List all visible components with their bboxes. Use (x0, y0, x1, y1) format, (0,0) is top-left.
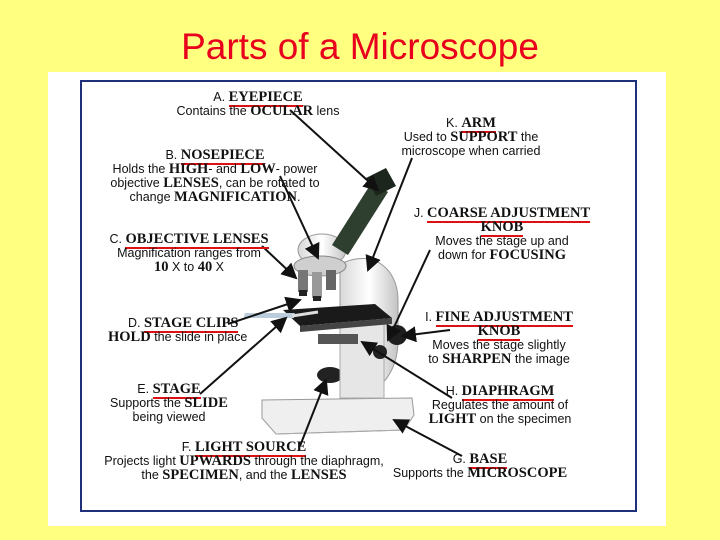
part-desc: X (215, 260, 225, 274)
part-desc: lens (316, 104, 340, 118)
slide-title: Parts of a Microscope (181, 26, 539, 67)
part-name: OBJECTIVE LENSES (125, 231, 269, 249)
part-desc: Contains the (176, 104, 247, 118)
part-keyword: OCULAR (250, 103, 314, 119)
label-coarse-adjustment-knob: J. COARSE ADJUSTMENT KNOB Moves the stag… (412, 205, 592, 263)
part-keyword: SUPPORT (450, 129, 518, 145)
part-desc: down for (438, 248, 486, 262)
label-letter: B. (165, 148, 178, 162)
part-keyword: SLIDE (184, 395, 228, 411)
label-letter: E. (137, 382, 150, 396)
part-desc: Magnification ranges from (117, 246, 261, 260)
part-desc: - and (208, 162, 237, 176)
label-stage-clips: D. STAGE CLIPS HOLD the slide in place (108, 315, 248, 345)
label-letter: A. (213, 90, 226, 104)
label-diaphragm: H. DIAPHRAGM Regulates the amount of LIG… (424, 383, 576, 427)
part-desc: through the diaphragm, (254, 454, 384, 468)
part-desc: Supports the (110, 396, 181, 410)
label-light-source: F. LIGHT SOURCE Projects light UPWARDS t… (96, 439, 392, 483)
diaphragm-shape (318, 334, 358, 344)
part-keyword: LIGHT (428, 411, 477, 427)
part-desc: change (129, 190, 171, 204)
part-keyword: 10 (153, 259, 169, 275)
part-desc: Supports the (392, 466, 464, 480)
microscope-pillar (339, 319, 385, 399)
part-name: LIGHT SOURCE (194, 439, 307, 457)
label-objective-lenses: C. OBJECTIVE LENSES Magnification ranges… (104, 231, 274, 275)
part-name: ARM (461, 115, 496, 133)
part-desc: the image (514, 352, 570, 366)
part-desc: Projects light (104, 454, 176, 468)
part-desc: Moves the stage slightly (432, 338, 566, 352)
part-keyword: MICROSCOPE (467, 465, 568, 481)
part-desc: being viewed (132, 410, 206, 424)
label-letter: H. (445, 384, 459, 398)
part-keyword: LOW (240, 161, 276, 177)
microscope-base (261, 397, 415, 435)
part-desc: Used to (403, 130, 447, 144)
label-letter: F. (181, 440, 192, 454)
label-eyepiece: A. EYEPIECE Contains the OCULAR lens (168, 89, 348, 119)
label-letter: D. (128, 316, 141, 330)
part-desc: to (428, 352, 439, 366)
part-keyword: FOCUSING (489, 247, 566, 263)
part-keyword: MAGNIFICATION (174, 189, 297, 205)
part-name: DIAPHRAGM (461, 383, 555, 401)
part-name: KNOB (477, 323, 521, 341)
label-fine-adjustment-knob: I. FINE ADJUSTMENT KNOB Moves the stage … (424, 309, 574, 367)
part-name: STAGE (152, 381, 201, 399)
part-desc: the slide in place (154, 330, 248, 344)
part-desc: - power (275, 162, 318, 176)
part-desc: . (297, 190, 301, 204)
pointer-arrows (199, 109, 463, 457)
part-desc: Moves the stage up and (435, 234, 569, 248)
part-desc: microscope when carried (401, 144, 541, 158)
part-keyword: UPWARDS (179, 453, 251, 469)
diagram-frame (80, 80, 637, 512)
label-letter: G. (452, 452, 466, 466)
part-desc: objective (110, 176, 160, 190)
light-source-lamp (317, 367, 343, 383)
part-name: NOSEPIECE (180, 147, 265, 165)
part-name: KNOB (480, 219, 524, 237)
eyepiece-tube (332, 182, 388, 255)
part-desc: , and the (238, 468, 288, 482)
part-keyword: HOLD (108, 329, 151, 345)
part-keyword: HIGH (168, 161, 209, 177)
part-keyword: 40 (197, 259, 213, 275)
part-keyword: LENSES (290, 467, 347, 483)
part-name: COARSE ADJUSTMENT (427, 205, 591, 223)
part-name: BASE (469, 451, 508, 469)
part-name: FINE ADJUSTMENT (435, 309, 573, 327)
part-name: EYEPIECE (228, 89, 303, 107)
part-desc: , can be rotated to (218, 176, 320, 190)
part-keyword: SHARPEN (442, 351, 512, 367)
label-stage: E. STAGE Supports the SLIDE being viewed (104, 381, 234, 424)
part-desc: on the specimen (479, 412, 572, 426)
label-base: G. BASE Supports the MICROSCOPE (392, 451, 568, 481)
stage-clip-shape (291, 310, 319, 318)
part-name: STAGE CLIPS (143, 315, 239, 333)
label-letter: I. (425, 310, 433, 324)
part-desc: Holds the (112, 162, 166, 176)
part-keyword: LENSES (163, 175, 219, 191)
objective-lenses-shape (298, 270, 336, 301)
part-desc: Regulates the amount of (431, 398, 569, 412)
part-desc: the (141, 468, 159, 482)
part-desc: X to (171, 260, 195, 274)
label-letter: C. (109, 232, 122, 246)
label-letter: J. (413, 206, 424, 220)
label-nosepiece: B. NOSEPIECE Holds the HIGH- and LOW- po… (102, 147, 328, 205)
part-desc: the (520, 130, 539, 144)
part-keyword: SPECIMEN (162, 467, 239, 483)
label-arm: K. ARM Used to SUPPORT the microscope wh… (388, 115, 554, 158)
label-letter: K. (446, 116, 458, 130)
